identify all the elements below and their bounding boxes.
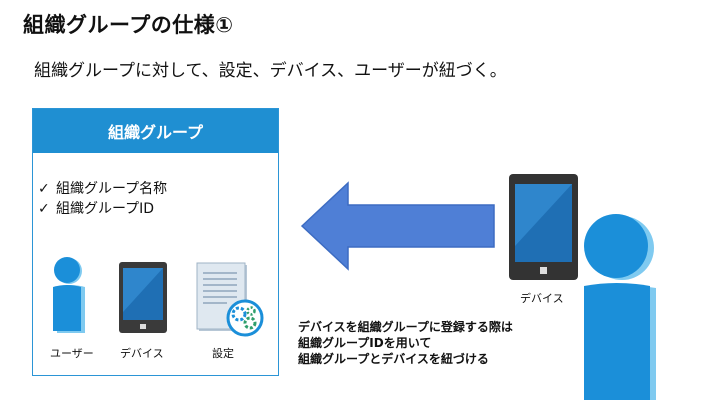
- list-item-label: 組織グループID: [56, 201, 155, 217]
- person-icon: [584, 214, 656, 400]
- list-item: ✓ 組織グループID: [38, 199, 167, 219]
- caption-line: 組織グループIDを用いて: [298, 336, 432, 350]
- settings-label: 設定: [212, 347, 234, 360]
- caption-line: 組織グループとデバイスを紐づける: [298, 352, 489, 366]
- check-icon: ✓: [38, 201, 50, 217]
- left-arrow-icon: [300, 181, 495, 271]
- device-label: デバイス: [520, 292, 564, 305]
- group-box-header: 組織グループ: [33, 109, 278, 153]
- list-item: ✓ 組織グループ名称: [38, 179, 167, 199]
- group-attribute-list: ✓ 組織グループ名称 ✓ 組織グループID: [38, 179, 167, 219]
- slide-subtitle: 組織グループに対して、設定、デバイス、ユーザーが紐づく。: [34, 61, 507, 81]
- settings-document-icon: [196, 262, 264, 337]
- tablet-icon: [509, 174, 578, 280]
- tablet-icon: [119, 262, 167, 333]
- slide-title: 組織グループの仕様①: [23, 13, 234, 37]
- organization-group-box: 組織グループ ✓ 組織グループ名称 ✓ 組織グループID: [32, 108, 279, 376]
- list-item-label: 組織グループ名称: [56, 181, 168, 197]
- user-icon: [53, 257, 85, 333]
- device-label: デバイス: [120, 347, 164, 360]
- check-icon: ✓: [38, 181, 50, 197]
- registration-caption: デバイスを組織グループに登録する際は 組織グループIDを用いて 組織グループとデ…: [298, 319, 513, 367]
- caption-line: デバイスを組織グループに登録する際は: [298, 320, 513, 334]
- gears-icon: [226, 299, 264, 337]
- user-label: ユーザー: [50, 347, 94, 360]
